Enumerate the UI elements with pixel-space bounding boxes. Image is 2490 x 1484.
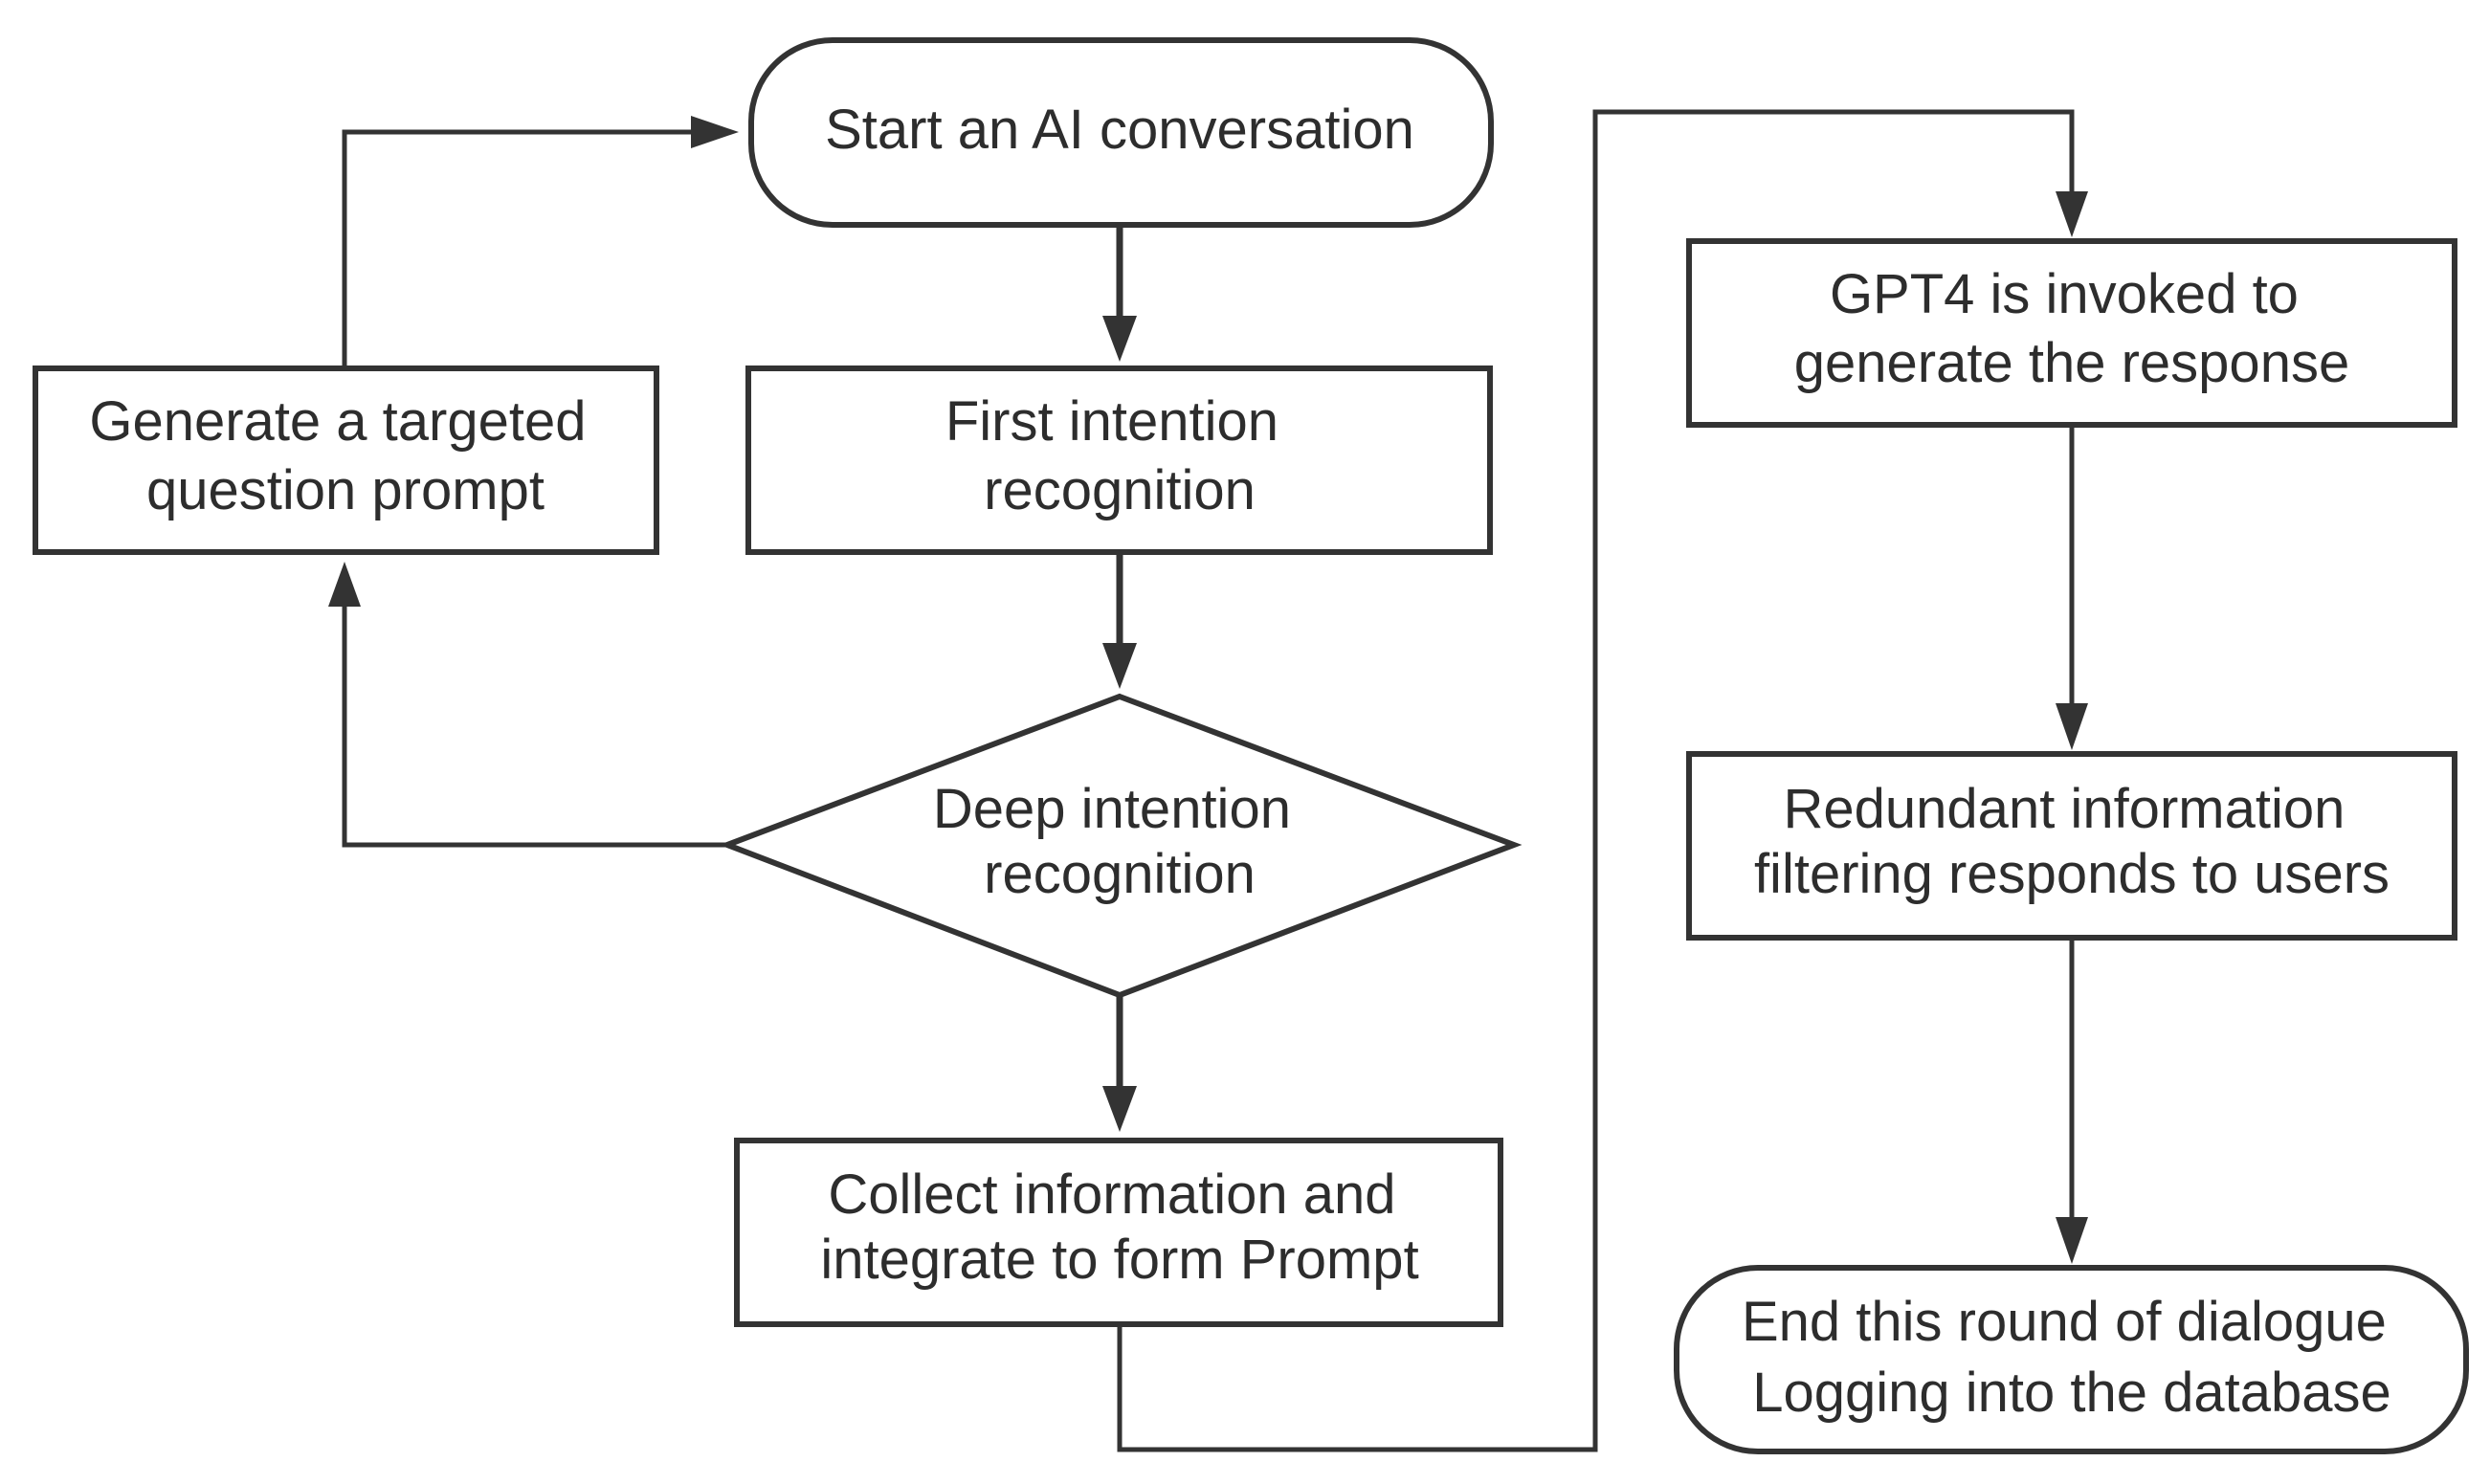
collect-info-label-line-2: integrate to form Prompt xyxy=(820,1229,1418,1291)
filtering-label-line-1: Redundant information xyxy=(1784,778,2345,840)
edge-first-to-deep-intention xyxy=(1102,552,1137,689)
node-end: End this round of dialogue Logging into … xyxy=(1674,1265,2469,1454)
end-terminal-shape xyxy=(1674,1265,2469,1454)
svg-text:Generate a targeted ques: Generate a targeted question prompt xyxy=(89,390,601,521)
targeted-prompt-label-line-2: question prompt xyxy=(146,459,545,521)
node-filtering: Redundant information filtering responds… xyxy=(1686,751,2457,941)
collect-info-process-shape xyxy=(734,1138,1503,1327)
node-first-intention: First intention recognition xyxy=(745,365,1493,555)
node-gpt4: GPT4 is invoked to generate the response xyxy=(1686,238,2457,428)
start-label-line-1: Start an AI conversation xyxy=(825,99,1414,161)
edge-deep-intention-to-targeted-prompt xyxy=(328,562,727,848)
edge-deep-intention-to-collect-info xyxy=(1102,995,1137,1132)
gpt4-process-shape xyxy=(1686,238,2457,428)
first-intention-label-line-2: recognition xyxy=(984,459,1256,521)
svg-text:Deep intention recogniti: Deep intention recognition xyxy=(933,778,1306,905)
svg-text:First intention recognit: First intention recognition xyxy=(945,390,1294,521)
gpt4-label-line-2: generate the response xyxy=(1794,332,2349,394)
svg-text:End this round of dialogue: End this round of dialogue Logging into … xyxy=(1742,1291,2402,1424)
node-start: Start an AI conversation xyxy=(748,37,1494,228)
edge-gpt4-to-filtering xyxy=(2056,425,2088,750)
edge-start-to-first-intention xyxy=(1102,225,1137,362)
first-intention-process-shape xyxy=(745,365,1493,555)
deep-intention-label-line-2: recognition xyxy=(984,843,1256,905)
node-collect-info: Collect information and integrate to for… xyxy=(734,1138,1503,1327)
node-deep-intention: Deep intention recognition xyxy=(719,693,1523,999)
edge-filtering-to-end xyxy=(2056,940,2088,1264)
svg-text:GPT4 is invoked to gener: GPT4 is invoked to generate the response xyxy=(1794,263,2349,394)
edge-targeted-prompt-to-start xyxy=(342,116,739,368)
deep-intention-label-line-1: Deep intention xyxy=(933,778,1291,840)
filtering-label-line-2: filtering responds to users xyxy=(1754,843,2390,905)
end-label-line-2: Logging into the database xyxy=(1752,1362,2391,1424)
collect-info-label-line-1: Collect information and xyxy=(828,1163,1395,1226)
deep-intention-decision-shape xyxy=(719,693,1523,999)
first-intention-label-line-1: First intention xyxy=(945,390,1278,453)
edge-collect-info-to-gpt4 xyxy=(1117,109,2088,1452)
end-label-line-1: End this round of dialogue xyxy=(1742,1291,2387,1353)
start-terminal-shape xyxy=(748,37,1494,228)
targeted-prompt-process-shape xyxy=(33,365,659,555)
svg-text:Collect information and: Collect information and integrate to for… xyxy=(820,1163,1418,1291)
filtering-process-shape xyxy=(1686,751,2457,941)
svg-text:Redundant information fi: Redundant information filtering responds… xyxy=(1754,778,2390,905)
svg-text:Start an AI conversation: Start an AI conversation xyxy=(825,99,1414,161)
targeted-prompt-label-line-1: Generate a targeted xyxy=(89,390,586,453)
node-targeted-prompt: Generate a targeted question prompt xyxy=(33,365,659,555)
gpt4-label-line-1: GPT4 is invoked to xyxy=(1830,263,2299,325)
